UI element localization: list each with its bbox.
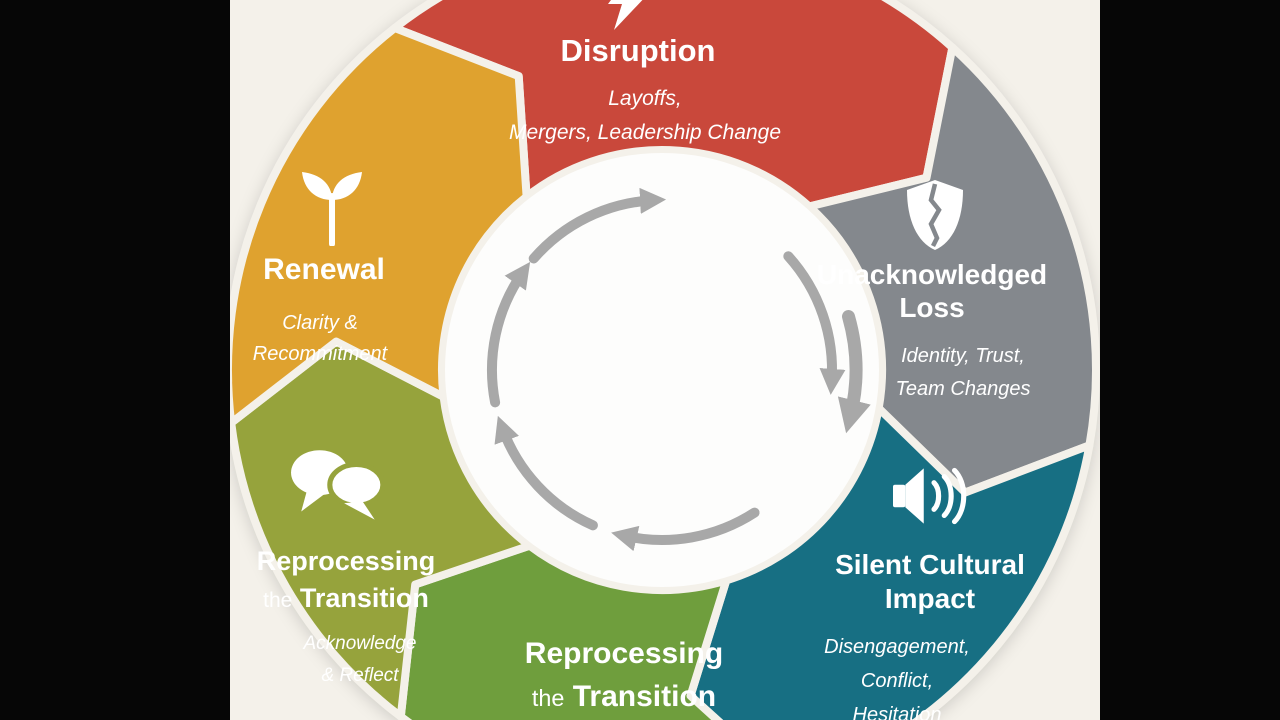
subtitle-line: Clarity & [282, 312, 358, 334]
title-line: Reprocessing [524, 637, 724, 670]
speaker-icon [893, 464, 975, 533]
title-word-the: the [531, 685, 565, 711]
letterbox-left [0, 0, 230, 720]
broken-shield-icon [902, 178, 968, 257]
lightning-icon [606, 0, 652, 35]
wheel-segment-disruption [390, 0, 957, 211]
cycle-arrow [494, 415, 598, 531]
title-line: Unacknowledged [816, 259, 1048, 290]
title-line: Silent Cultural [835, 549, 1025, 580]
segment-title-renewal: Renewal [263, 253, 385, 286]
segment-title-unacknowledged-loss: Unacknowledged Loss [817, 258, 1047, 324]
subtitle-line: Identity, Trust, [901, 345, 1025, 367]
cycle-arrow [783, 251, 846, 395]
subtitle-line: Disengagement, [824, 636, 970, 658]
wheel-segment-silent-cultural-impact [686, 404, 1094, 720]
title-word-the: the [263, 589, 293, 612]
title-word-transition: Transition [299, 583, 429, 613]
subtitle-line: Mergers, Leadership Change [509, 121, 781, 144]
wheel-segment-renewal [223, 24, 531, 427]
cycle-arrow [611, 507, 760, 552]
subtitle-line: Conflict, [860, 670, 934, 692]
title-line: Impact [884, 583, 976, 614]
segment-subtitle-reprocessing-left: Acknowledge & Reflect [303, 628, 416, 692]
seedling-icon [293, 166, 371, 251]
subtitle-line: & Reflect [321, 665, 399, 686]
segment-title-reprocessing-left: Reprocessing the Transition [257, 543, 436, 619]
title-line: the Transition [257, 580, 436, 619]
title-line: Loss [899, 292, 965, 323]
letterbox-right [1100, 0, 1280, 720]
title-word-transition: Transition [572, 680, 717, 713]
title-line: Reprocessing [256, 546, 436, 576]
cycle-arrow [528, 187, 667, 264]
segment-title-reprocessing-bottom: Reprocessing the Transition [525, 632, 723, 720]
wheel-segment-reprocessing-the-transition-bottom [396, 541, 731, 720]
subtitle-line: Layoffs, [608, 87, 682, 110]
inner-circle [445, 153, 879, 587]
connector-arrow [837, 310, 871, 434]
wheel-segment-unacknowledged-loss [805, 43, 1100, 497]
segment-title-silent-cultural-impact: Silent Cultural Impact [835, 548, 1025, 616]
subtitle-line: Team Changes [895, 378, 1031, 400]
segment-subtitle-unacknowledged-loss: Identity, Trust, Team Changes [896, 340, 1031, 406]
segment-subtitle-silent-cultural-impact: Disengagement, Conflict, Hesitation [824, 630, 970, 720]
segment-subtitle-renewal: Clarity & Recommitment [253, 308, 387, 370]
cycle-arrow [486, 261, 531, 408]
title-line: the Transition [525, 675, 723, 720]
segment-subtitle-disruption: Layoffs, Mergers, Leadership Change [509, 82, 781, 150]
subtitle-line: Recommitment [252, 343, 388, 365]
speech-bubbles-icon [289, 448, 389, 535]
subtitle-line: Hesitation [852, 704, 942, 720]
subtitle-line: Acknowledge [303, 633, 417, 654]
segment-title-disruption: Disruption [560, 33, 716, 68]
